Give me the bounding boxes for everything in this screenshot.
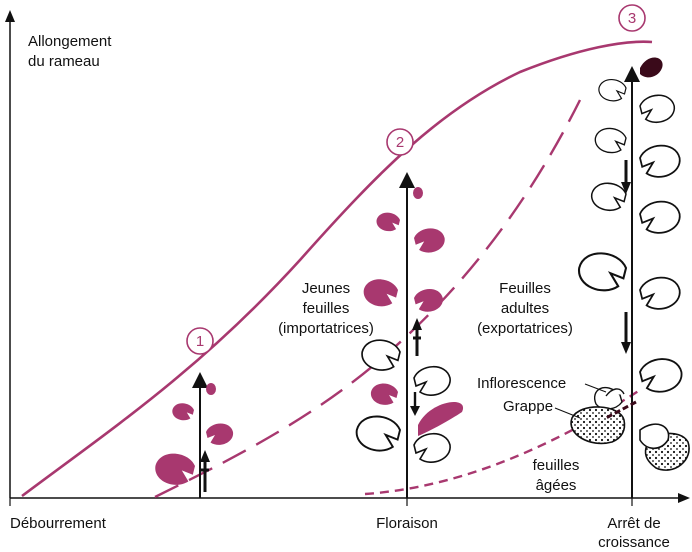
xaxis-debourrement: Débourrement <box>10 515 107 532</box>
x-axis <box>10 493 690 503</box>
grappe-pointer <box>554 407 581 419</box>
svg-text:(exportatrices): (exportatrices) <box>477 320 573 337</box>
young-leaves-1 <box>155 383 234 485</box>
stage-marker-3: 3 <box>618 4 646 32</box>
svg-text:âgées: âgées <box>536 477 577 494</box>
svg-text:(importatrices): (importatrices) <box>278 320 374 337</box>
xaxis-arret-line2: croissance <box>598 534 670 551</box>
label-grappe: Grappe <box>503 398 553 415</box>
young-leaves-2 <box>363 187 464 436</box>
y-axis <box>5 10 15 498</box>
adult-leaves-3 <box>577 78 683 393</box>
growth-curve <box>21 40 653 498</box>
label-young-leaves: Jeunes feuilles (importatrices) <box>278 280 374 337</box>
stage-marker-1: 1 <box>186 327 214 355</box>
shoot-stage-1 <box>155 372 234 498</box>
shoot-stage-2 <box>355 172 464 498</box>
y-axis-label-line1: Allongement <box>28 33 112 50</box>
young-adult-boundary <box>154 99 582 499</box>
adult-leaves-2 <box>355 339 451 463</box>
y-axis-label-line2: du rameau <box>28 53 100 70</box>
adult-old-boundary <box>364 388 641 496</box>
svg-text:feuilles: feuilles <box>303 300 350 317</box>
x-axis-ticks <box>9 498 633 506</box>
inflorescence-shape <box>593 386 625 410</box>
svg-text:3: 3 <box>628 10 636 27</box>
xaxis-arret-line1: Arrêt de <box>607 515 660 532</box>
inflorescence-pointer <box>584 383 607 393</box>
svg-text:feuilles: feuilles <box>533 457 580 474</box>
xaxis-floraison: Floraison <box>376 515 438 532</box>
stage-marker-2: 2 <box>386 128 414 156</box>
shoot-stage-3 <box>570 57 690 498</box>
svg-text:2: 2 <box>396 134 404 151</box>
old-leaves-3 <box>570 406 690 471</box>
label-old-leaves: feuilles âgées <box>533 457 580 494</box>
label-inflorescence: Inflorescence <box>477 375 566 392</box>
svg-text:Feuilles: Feuilles <box>499 280 551 297</box>
svg-text:1: 1 <box>196 333 204 350</box>
label-adult-leaves: Feuilles adultes (exportatrices) <box>477 280 573 337</box>
terminal-young-leaf <box>640 57 663 78</box>
svg-text:adultes: adultes <box>501 300 549 317</box>
svg-text:Jeunes: Jeunes <box>302 280 350 297</box>
